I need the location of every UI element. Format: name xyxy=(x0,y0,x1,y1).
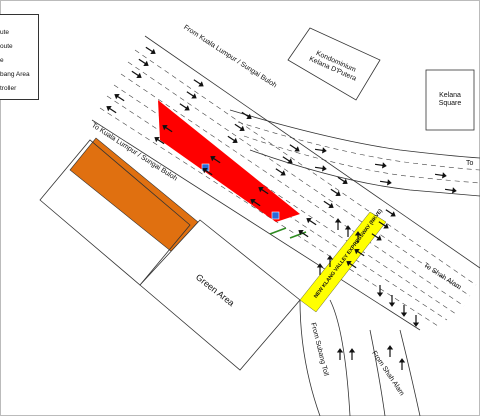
traffic-arrow-5 xyxy=(385,209,396,217)
legend-item-3: e xyxy=(0,57,4,64)
slip-road-east-lanes xyxy=(237,121,480,184)
traffic-arrow-28 xyxy=(298,229,309,238)
label-to-east: To xyxy=(466,160,474,167)
legend: ute oute e bang Area troller xyxy=(0,14,39,100)
main-highway xyxy=(91,35,480,331)
traffic-arrow-3 xyxy=(289,144,300,152)
traffic-arrow-43 xyxy=(400,305,408,317)
legend-item-1: ute xyxy=(0,29,10,36)
traffic-arrow-47 xyxy=(386,345,394,357)
traffic-arrow-19 xyxy=(162,124,173,133)
traffic-arrow-7 xyxy=(186,91,197,99)
traffic-arrow-6 xyxy=(138,58,149,67)
traffic-arrow-17 xyxy=(371,233,382,241)
traffic-arrow-33 xyxy=(314,165,327,172)
nkve-band xyxy=(299,211,387,313)
traffic-arrow-30 xyxy=(314,147,327,154)
blue-marker-2 xyxy=(271,211,280,220)
traffic-arrow-12 xyxy=(131,70,142,79)
traffic-arrow-9 xyxy=(282,156,293,164)
traffic-arrow-24 xyxy=(106,105,117,114)
traffic-arrow-36 xyxy=(334,218,342,230)
traffic-arrow-41 xyxy=(376,285,384,297)
traffic-arrow-34 xyxy=(379,179,392,186)
traffic-arrow-35 xyxy=(444,187,457,194)
legend-item-5: troller xyxy=(0,85,17,92)
traffic-arrow-14 xyxy=(227,135,238,144)
traffic-arrow-8 xyxy=(234,123,245,132)
traffic-arrow-16 xyxy=(323,200,334,209)
traffic-arrow-45 xyxy=(336,348,344,360)
traffic-arrow-22 xyxy=(306,217,317,226)
traffic-arrow-26 xyxy=(202,167,213,176)
traffic-arrow-25 xyxy=(154,136,165,145)
traffic-arrow-23 xyxy=(354,248,365,257)
traffic-arrow-48 xyxy=(398,358,406,370)
traffic-arrow-39 xyxy=(326,255,334,267)
traffic-arrow-11 xyxy=(378,221,389,229)
traffic-arrow-2 xyxy=(241,111,252,120)
traffic-arrow-18 xyxy=(114,93,125,102)
traffic-arrows xyxy=(106,46,457,370)
traffic-arrow-27 xyxy=(250,198,261,207)
traffic-arrow-38 xyxy=(354,231,362,243)
traffic-arrow-1 xyxy=(193,79,204,87)
kondominium-building xyxy=(287,27,381,101)
traffic-arrow-4 xyxy=(337,176,348,185)
building-block-outline xyxy=(39,139,191,286)
label-kelana-square: Kelana Square xyxy=(438,92,462,107)
slip-road-east xyxy=(229,109,480,197)
traffic-arrow-0 xyxy=(145,46,156,55)
traffic-arrow-37 xyxy=(344,225,352,237)
traffic-arrow-15 xyxy=(275,168,286,176)
traffic-arrow-10 xyxy=(330,188,341,197)
south-ramps xyxy=(299,299,421,416)
work-zone xyxy=(158,100,300,222)
traffic-arrow-20 xyxy=(210,155,221,164)
traffic-arrow-42 xyxy=(388,295,396,307)
legend-item-2: oute xyxy=(0,43,13,50)
legend-item-4: bang Area xyxy=(0,71,30,78)
traffic-arrow-21 xyxy=(258,186,269,195)
traffic-arrow-32 xyxy=(434,172,447,179)
traffic-arrow-46 xyxy=(348,348,356,360)
traffic-arrow-40 xyxy=(316,263,324,275)
traffic-arrow-13 xyxy=(179,103,190,111)
kelana-square-building xyxy=(425,69,475,131)
traffic-arrow-29 xyxy=(346,260,357,269)
traffic-arrow-44 xyxy=(412,315,420,327)
traffic-arrow-31 xyxy=(374,162,387,169)
